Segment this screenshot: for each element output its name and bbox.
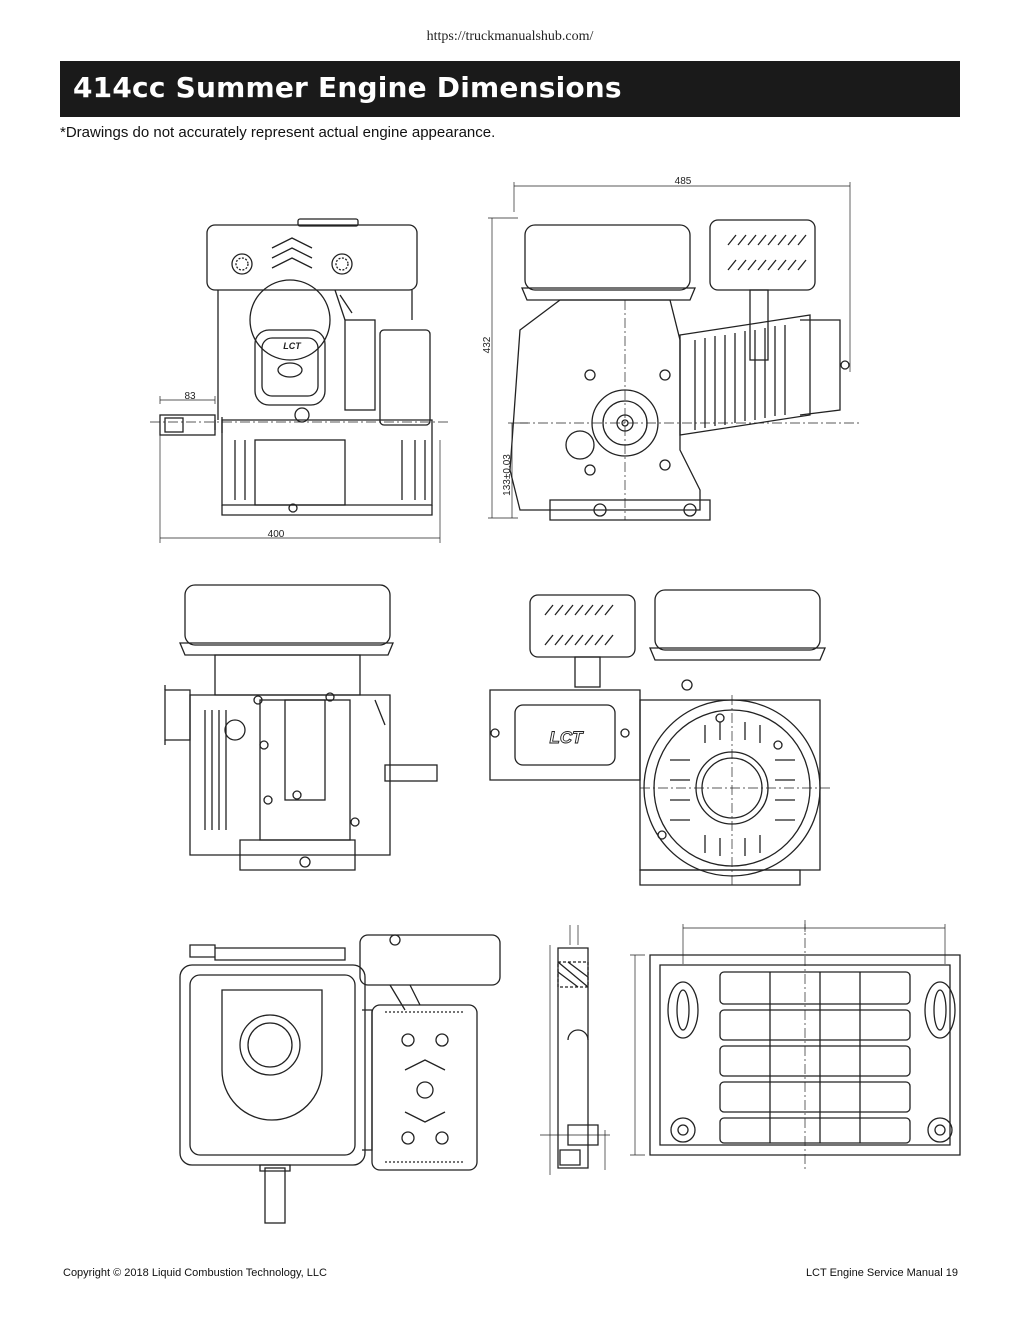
dim-overall-height: 432 (482, 336, 493, 353)
page-title: 414cc Summer Engine Dimensions (73, 71, 622, 104)
footer-manual-page: LCT Engine Service Manual 19 (805, 1267, 958, 1279)
dim-shaft-length: 83 (184, 391, 196, 402)
dim-shaft-height: 133±0.03 (502, 454, 513, 496)
front-view-logo: LCT (283, 341, 302, 351)
title-bar: 414cc Summer Engine Dimensions (60, 61, 960, 117)
side-view-drawing: 485 432 133±0.03 (482, 176, 860, 521)
base-plan-drawing (630, 920, 961, 1170)
source-url[interactable]: https://truckmanualshub.com/ (426, 29, 594, 44)
disclaimer-note: *Drawings do not accurately represent ac… (60, 124, 496, 141)
dim-front-width: 400 (268, 529, 285, 540)
recoil-view-logo: LCT (549, 728, 584, 747)
base-section-drawing (540, 925, 610, 1175)
top-view-drawing (179, 934, 501, 1224)
footer-copyright: Copyright © 2018 Liquid Combustion Techn… (63, 1267, 327, 1279)
dim-overall-width: 485 (675, 176, 692, 187)
rear-view-drawing (164, 584, 438, 871)
front-view-drawing: 83 400 LCT (150, 218, 450, 543)
recoil-view-drawing: LCT (489, 589, 830, 886)
